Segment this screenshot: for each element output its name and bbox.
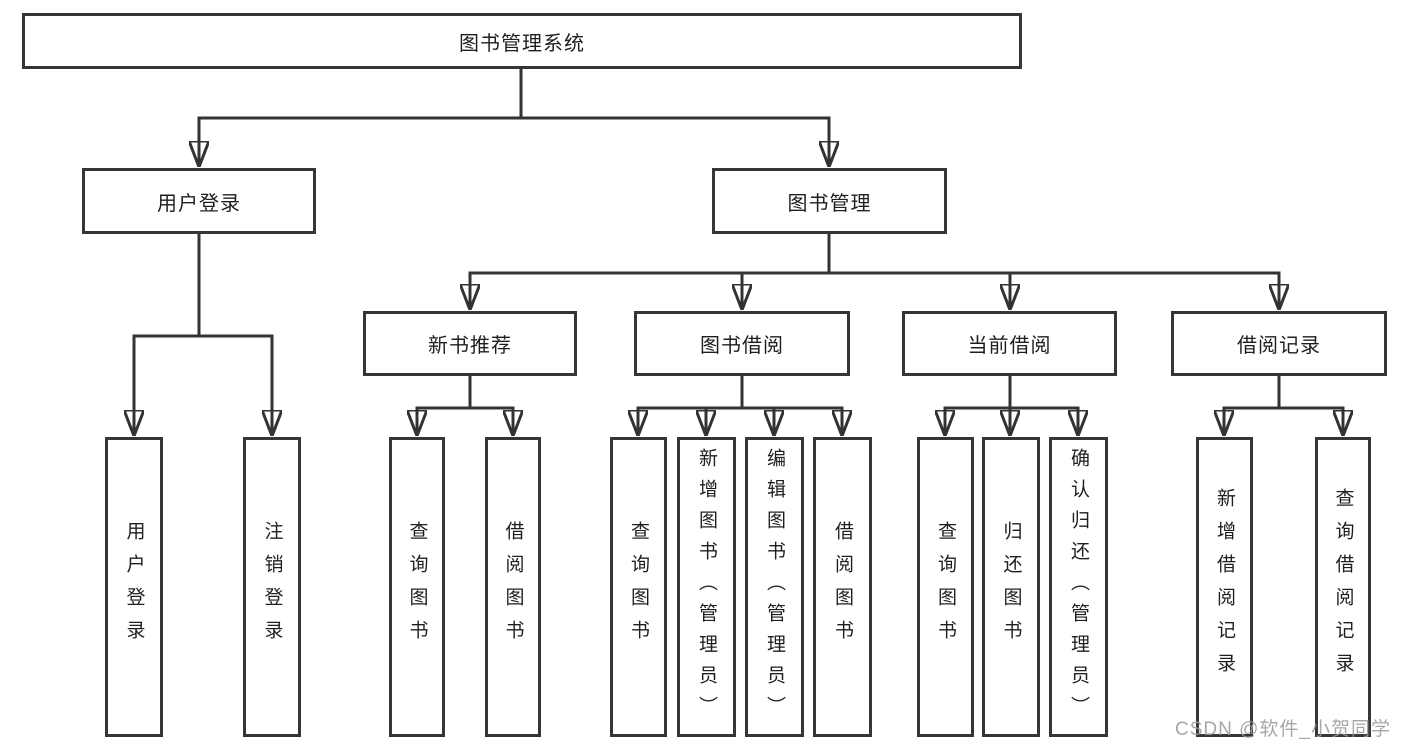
connector-line xyxy=(197,67,831,120)
leaf-add-borrow-record: 新增借阅记录 xyxy=(1196,437,1253,737)
node-book-borrow: 图书借阅 xyxy=(634,311,850,376)
leaf-query-books-2: 查询图书 xyxy=(610,437,667,737)
node-label: 图书管理 xyxy=(787,192,872,215)
leaf-return-books: 归还图书 xyxy=(982,437,1040,737)
node-label: 查询图书 xyxy=(935,521,956,653)
connector-line xyxy=(943,371,1080,410)
node-new-book-recommend: 新书推荐 xyxy=(363,311,577,376)
node-label: 用户登录 xyxy=(123,521,145,653)
node-label: 确认归还（管理员） xyxy=(1068,447,1089,727)
node-label: 新增借阅记录 xyxy=(1214,488,1235,686)
leaf-edit-books-admin: 编辑图书（管理员） xyxy=(745,437,804,737)
node-label: 编辑图书（管理员） xyxy=(764,447,785,727)
leaf-logout: 注销登录 xyxy=(243,437,301,737)
csdn-watermark: CSDN @软件_小贺同学 xyxy=(1175,719,1391,740)
node-label: 查询图书 xyxy=(628,521,649,653)
leaf-borrow-books-1: 借阅图书 xyxy=(485,437,541,737)
node-label: 用户登录 xyxy=(157,192,241,215)
connector-line xyxy=(132,232,274,338)
node-book-management: 图书管理 xyxy=(712,168,947,234)
node-user-login: 用户登录 xyxy=(82,168,316,234)
node-label: 归还图书 xyxy=(1000,521,1022,653)
connector-line xyxy=(415,371,515,410)
node-root-label: 图书管理系统 xyxy=(459,32,585,55)
connector-line xyxy=(636,371,844,410)
node-label: 当前借阅 xyxy=(967,335,1052,357)
node-label: 借阅记录 xyxy=(1237,335,1321,357)
node-label: 查询图书 xyxy=(406,521,428,653)
node-label: 新书推荐 xyxy=(428,335,512,357)
leaf-query-books-1: 查询图书 xyxy=(389,437,445,737)
leaf-query-books-3: 查询图书 xyxy=(917,437,974,737)
node-label: 注销登录 xyxy=(261,521,283,653)
node-root: 图书管理系统 xyxy=(22,13,1022,69)
node-label: 新增图书（管理员） xyxy=(696,447,717,727)
node-label: 图书借阅 xyxy=(700,335,784,357)
node-current-borrow: 当前借阅 xyxy=(902,311,1117,376)
leaf-confirm-return-admin: 确认归还（管理员） xyxy=(1049,437,1108,737)
connector-line xyxy=(468,228,1281,275)
leaf-query-borrow-record: 查询借阅记录 xyxy=(1315,437,1371,737)
connector-line xyxy=(1222,371,1345,410)
node-borrow-records: 借阅记录 xyxy=(1171,311,1387,376)
node-label: 查询借阅记录 xyxy=(1332,488,1354,686)
leaf-borrow-books-2: 借阅图书 xyxy=(813,437,872,737)
leaf-add-books-admin: 新增图书（管理员） xyxy=(677,437,736,737)
node-label: 借阅图书 xyxy=(832,521,853,653)
node-label: 借阅图书 xyxy=(502,521,524,653)
leaf-user-login: 用户登录 xyxy=(105,437,163,737)
